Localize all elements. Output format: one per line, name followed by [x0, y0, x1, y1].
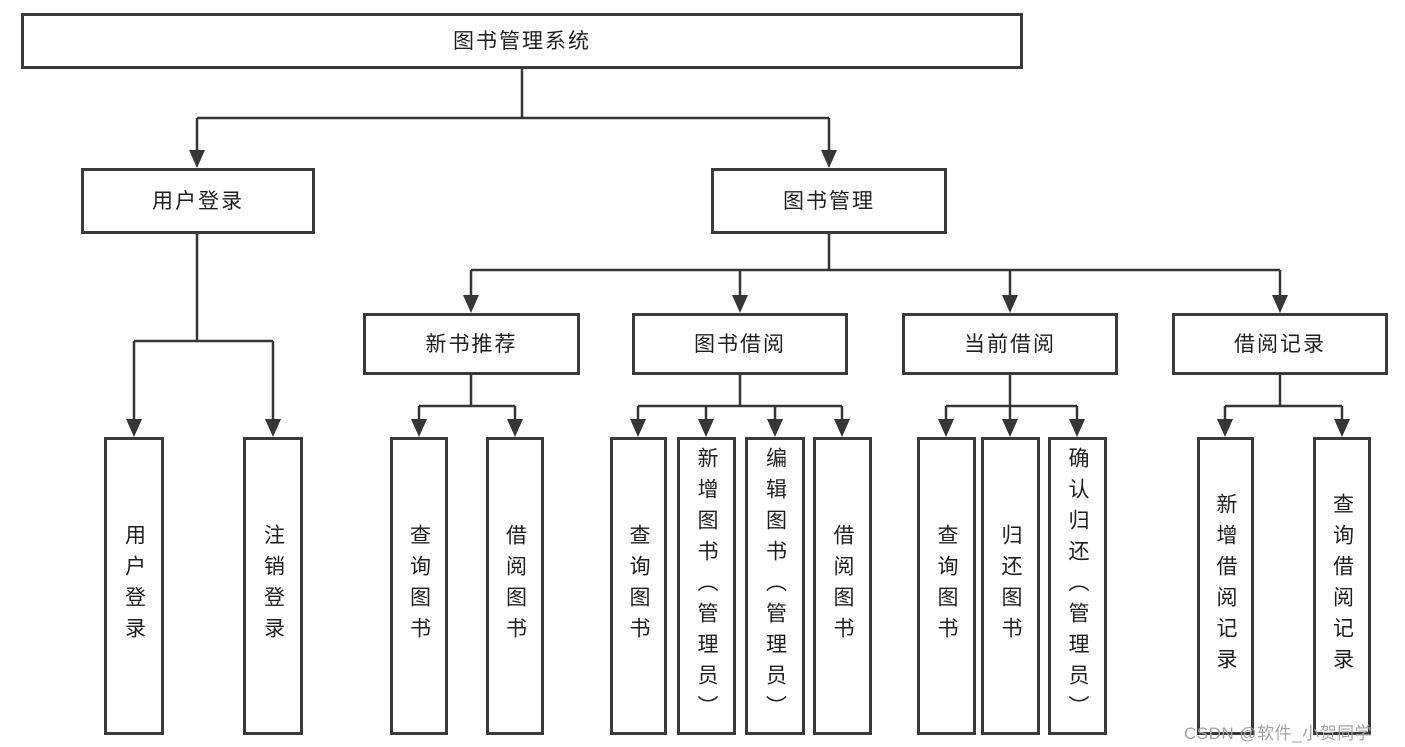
leaf-label: 查询图书 — [935, 524, 958, 648]
leaf-label: 确认归还（管理员） — [1066, 446, 1089, 726]
leaf-label: 归还图书 — [999, 524, 1022, 648]
leaf-label: 借阅图书 — [831, 524, 854, 648]
node-new-book-recommend: 新书推荐 — [363, 313, 580, 375]
node-library-system: 图书管理系统 — [21, 13, 1023, 69]
node-leaf-records-add: 新增借阅记录 — [1197, 437, 1254, 735]
node-leaf-newbooks-borrow: 借阅图书 — [486, 437, 544, 735]
leaf-label: 编辑图书（管理员） — [763, 446, 787, 726]
node-leaf-borrow-query: 查询图书 — [610, 437, 667, 735]
node-leaf-current-query: 查询图书 — [917, 437, 976, 735]
leaf-label: 新增图书（管理员） — [695, 446, 718, 726]
node-leaf-user-login: 用户登录 — [104, 437, 164, 735]
node-book-management: 图书管理 — [711, 168, 947, 234]
leaf-label: 查询借阅记录 — [1330, 493, 1354, 679]
node-book-borrowing: 图书借阅 — [632, 313, 848, 375]
node-borrow-records: 借阅记录 — [1172, 313, 1388, 375]
csdn-watermark: CSDN @软件_小贺同学 — [1184, 724, 1373, 743]
node-user-login: 用户登录 — [81, 168, 315, 234]
leaf-label: 借阅图书 — [503, 524, 527, 648]
leaf-label: 用户登录 — [122, 524, 146, 648]
node-leaf-logout: 注销登录 — [243, 437, 303, 735]
leaf-label: 查询图书 — [407, 524, 431, 648]
node-leaf-borrow-add-admin: 新增图书（管理员） — [677, 437, 736, 735]
node-leaf-borrow-book: 借阅图书 — [813, 437, 872, 735]
leaf-label: 查询图书 — [627, 524, 650, 648]
node-leaf-borrow-edit-admin: 编辑图书（管理员） — [745, 437, 805, 735]
node-leaf-current-confirm-admin: 确认归还（管理员） — [1048, 437, 1107, 735]
node-leaf-newbooks-query: 查询图书 — [390, 437, 448, 735]
node-leaf-records-query: 查询借阅记录 — [1313, 437, 1371, 735]
node-leaf-current-return: 归还图书 — [981, 437, 1040, 735]
node-current-borrowing: 当前借阅 — [902, 313, 1118, 375]
leaf-label: 注销登录 — [261, 524, 285, 648]
leaf-label: 新增借阅记录 — [1214, 493, 1237, 679]
